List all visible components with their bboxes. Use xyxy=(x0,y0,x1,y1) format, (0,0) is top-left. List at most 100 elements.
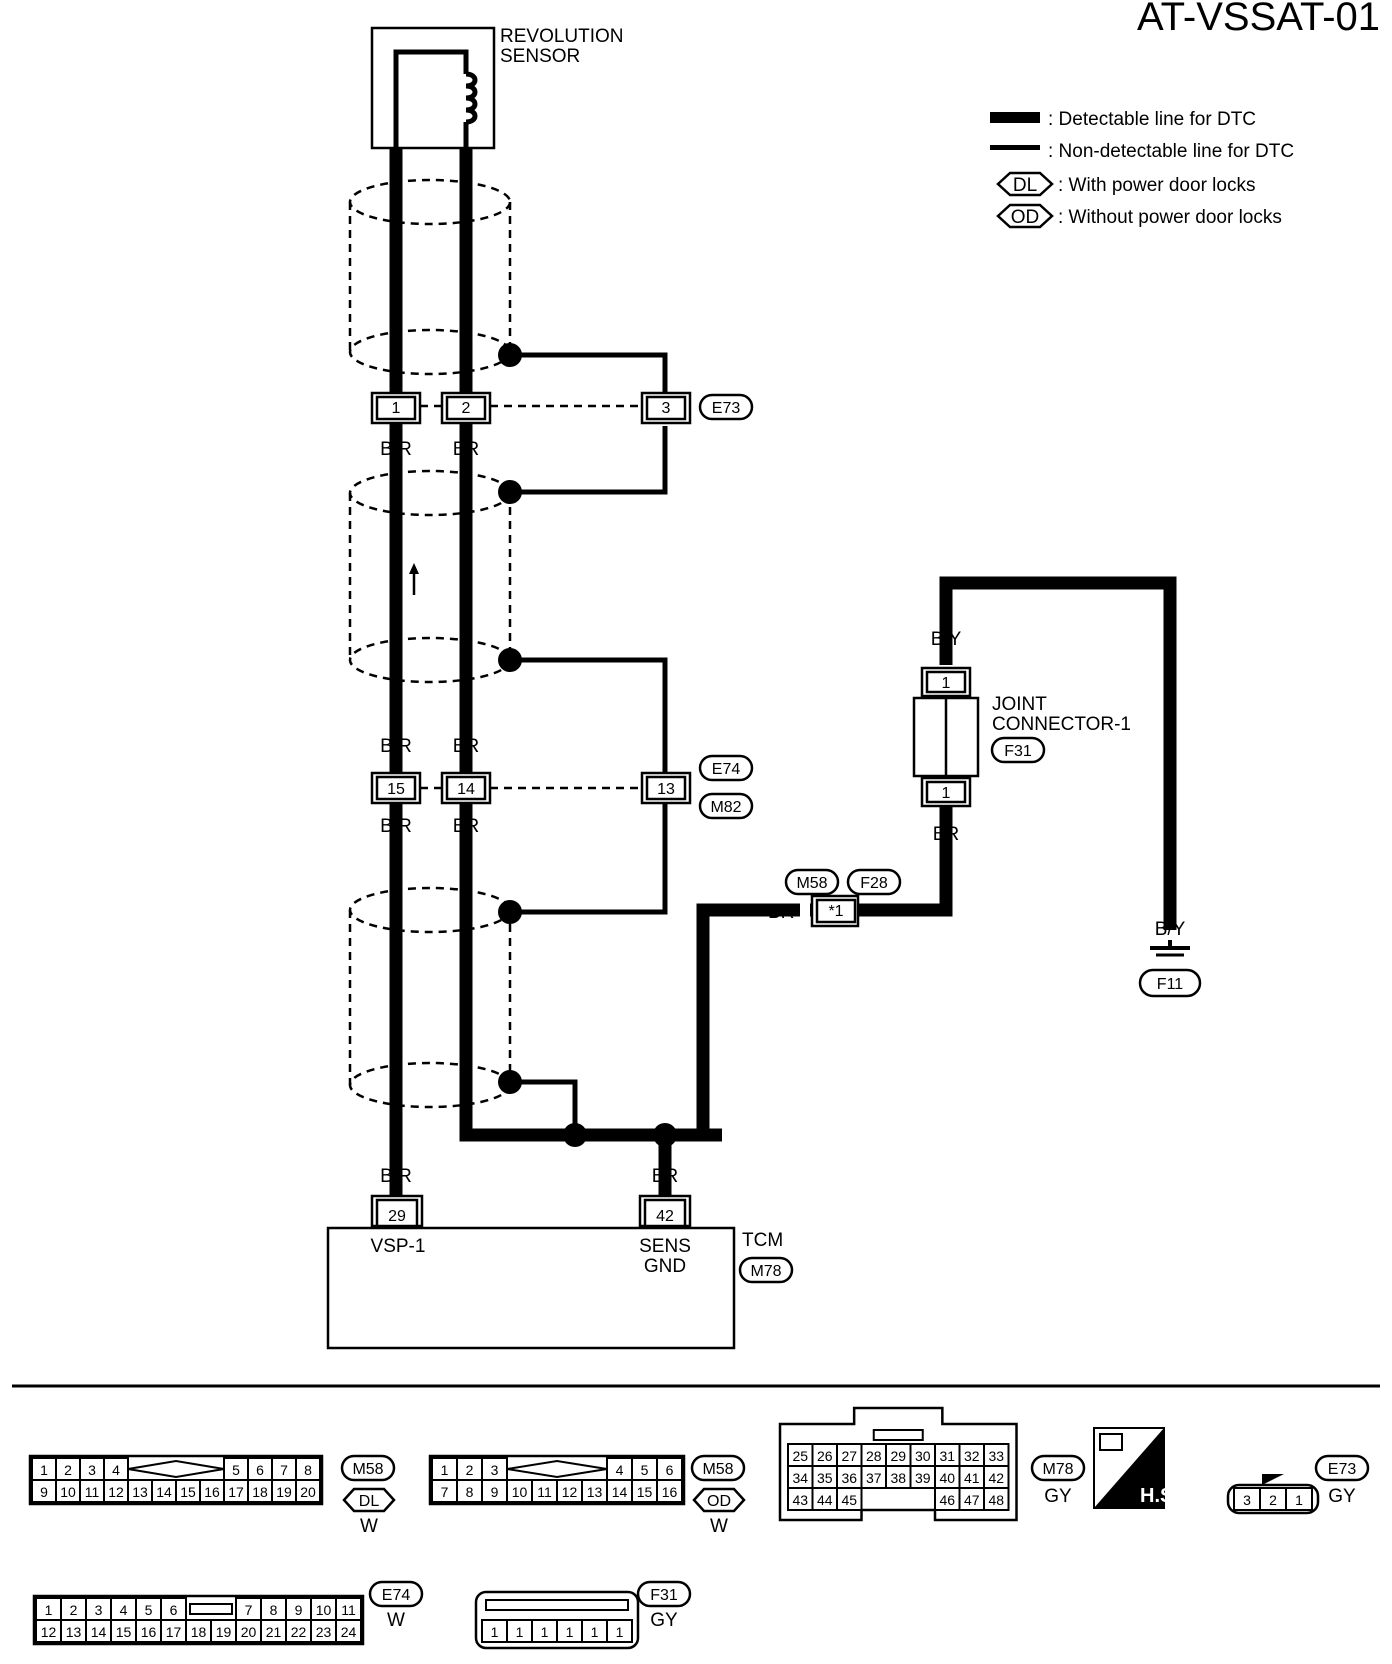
joint-pin-top: 1 xyxy=(942,675,951,692)
f31-face-cell-label: 1 xyxy=(516,1624,524,1640)
m58od-r2-cell-label: 10 xyxy=(512,1484,528,1500)
e74-r2-cell-label: 22 xyxy=(291,1624,307,1640)
f28-id: F28 xyxy=(860,875,888,892)
cv-f31-id: F31 xyxy=(650,1587,678,1604)
e74-r2-cell xyxy=(335,1619,362,1643)
m78-r3-cell-label: 48 xyxy=(988,1492,1004,1508)
f31-id-badge xyxy=(990,736,1046,764)
m58od-r1-cell-label: 6 xyxy=(666,1462,674,1478)
svg-text:13: 13 xyxy=(657,781,675,798)
wire-label-b-r-3: B/R xyxy=(380,816,412,837)
svg-text:1: 1 xyxy=(392,400,401,417)
signal-arrow-icon xyxy=(409,563,419,595)
m58od-r1-cell-label: 3 xyxy=(491,1462,499,1478)
cv-f31-color: GY xyxy=(650,1610,678,1631)
m58od-r1-cell-label: 1 xyxy=(441,1462,449,1478)
m78-r2-cell-label: 38 xyxy=(890,1470,906,1486)
joint-name-line2: CONNECTOR-1 xyxy=(992,714,1131,735)
m78-housing xyxy=(778,1406,1018,1522)
legend-dl-text: : With power door locks xyxy=(1058,175,1255,196)
cv-m58-od-color: W xyxy=(710,1516,728,1537)
m58dl-r2-cell-label: 15 xyxy=(180,1484,196,1500)
cv-m78-id: M78 xyxy=(1042,1461,1073,1478)
m58-pin: *1 xyxy=(828,903,843,920)
f31-face-cell-label: 1 xyxy=(541,1624,549,1640)
legend: : Detectable line for DTC : Non-detectab… xyxy=(990,109,1294,229)
legend-od-code: OD xyxy=(1011,207,1040,228)
legend-od-text: : Without power door locks xyxy=(1058,207,1282,228)
m58dl-r2-cell-label: 11 xyxy=(85,1484,100,1500)
thick-wires xyxy=(389,148,1177,1210)
f11-id-badge xyxy=(1138,968,1202,998)
f31-face-cell-label: 1 xyxy=(616,1624,624,1640)
m78-r2-cell-label: 40 xyxy=(939,1470,955,1486)
e73-face-cell xyxy=(1285,1487,1313,1511)
tcm-pin-29: 29 xyxy=(388,1208,406,1225)
m78-r3-cell-label: 43 xyxy=(792,1492,808,1508)
e74-r1-cell-label: 8 xyxy=(270,1602,278,1618)
connector-e74-m82: 15 14 13 E74 M82 xyxy=(370,754,754,820)
e73-pin-3: 3 xyxy=(640,391,692,425)
m58od-r2-cell-label: 11 xyxy=(537,1484,552,1500)
e73-face-cell-label: 1 xyxy=(1295,1492,1303,1508)
m58dl-r2-cell-label: 9 xyxy=(40,1484,48,1500)
e74-r1-cell-label: 2 xyxy=(70,1602,78,1618)
cv-e74-color: W xyxy=(387,1610,405,1631)
e74-r1-cell-label: 5 xyxy=(145,1602,153,1618)
m82-id-badge xyxy=(698,792,754,820)
legend-dl-badge xyxy=(996,171,1054,197)
e74-r1-cell-label: 11 xyxy=(341,1602,356,1618)
cv-e74-badges: E74 W xyxy=(368,1580,424,1631)
e74-r1-cell-label: 9 xyxy=(295,1602,303,1618)
e74-r2-cell-label: 15 xyxy=(116,1624,132,1640)
m78-id: M78 xyxy=(750,1263,781,1280)
f28-id-badge xyxy=(846,868,902,896)
wire-label-br-1: BR xyxy=(453,439,479,460)
wire-br-sensor xyxy=(459,148,800,1142)
e73-face-cell-label: 2 xyxy=(1269,1492,1277,1508)
e74-r1-cell-label: 3 xyxy=(95,1602,103,1618)
m58od-r2-cell-label: 12 xyxy=(562,1484,578,1500)
m58dl-r1-cell-label: 5 xyxy=(232,1462,240,1478)
shield-3 xyxy=(348,886,512,1109)
key-shape xyxy=(189,1603,233,1615)
m78-r2-cell-label: 34 xyxy=(792,1470,808,1486)
m78-r1-cell-label: 31 xyxy=(939,1448,955,1464)
splice-dots xyxy=(498,343,677,1147)
f31-face-cell xyxy=(606,1619,633,1643)
e74-r2-cell-label: 16 xyxy=(141,1624,157,1640)
cv-m58-dl-badges: M58 DL W xyxy=(340,1454,396,1537)
m78-r2-cell-label: 42 xyxy=(988,1470,1004,1486)
m58od-r2-cell-label: 8 xyxy=(466,1484,474,1500)
legend-non-detectable: : Non-detectable line for DTC xyxy=(1048,141,1294,162)
m78-r1-cell-label: 25 xyxy=(792,1448,808,1464)
svg-text:3: 3 xyxy=(662,400,671,417)
cv-e73-color: GY xyxy=(1328,1486,1356,1507)
tcm-sens-label1: SENS xyxy=(639,1236,691,1257)
wire-label-b-r-2: B/R xyxy=(380,736,412,757)
e74-r2-cell-label: 13 xyxy=(66,1624,82,1640)
m78-r3-cell xyxy=(983,1487,1010,1511)
m58dl-r1-cell-label: 4 xyxy=(112,1462,120,1478)
m58dl-r2-cell-label: 19 xyxy=(276,1484,292,1500)
m58dl-r2-cell-label: 18 xyxy=(252,1484,268,1500)
e74-r2-cell-label: 14 xyxy=(91,1624,107,1640)
e74-r1-cell-label: 6 xyxy=(170,1602,178,1618)
key-shape xyxy=(127,1459,225,1479)
m58dl-r2-cell-label: 20 xyxy=(300,1484,316,1500)
m78-r1-cell-label: 28 xyxy=(866,1448,882,1464)
f31-housing xyxy=(474,1590,640,1650)
sensor-name-line2: SENSOR xyxy=(500,46,580,67)
m78-r1-cell-label: 27 xyxy=(841,1448,857,1464)
tcm-vsp-label: VSP-1 xyxy=(371,1236,426,1257)
e74-r2-cell-label: 20 xyxy=(241,1624,257,1640)
e74-id: E74 xyxy=(712,761,741,778)
legend-od-badge xyxy=(996,203,1054,229)
svg-text:2: 2 xyxy=(462,400,471,417)
m78-r1-cell-label: 33 xyxy=(988,1448,1004,1464)
